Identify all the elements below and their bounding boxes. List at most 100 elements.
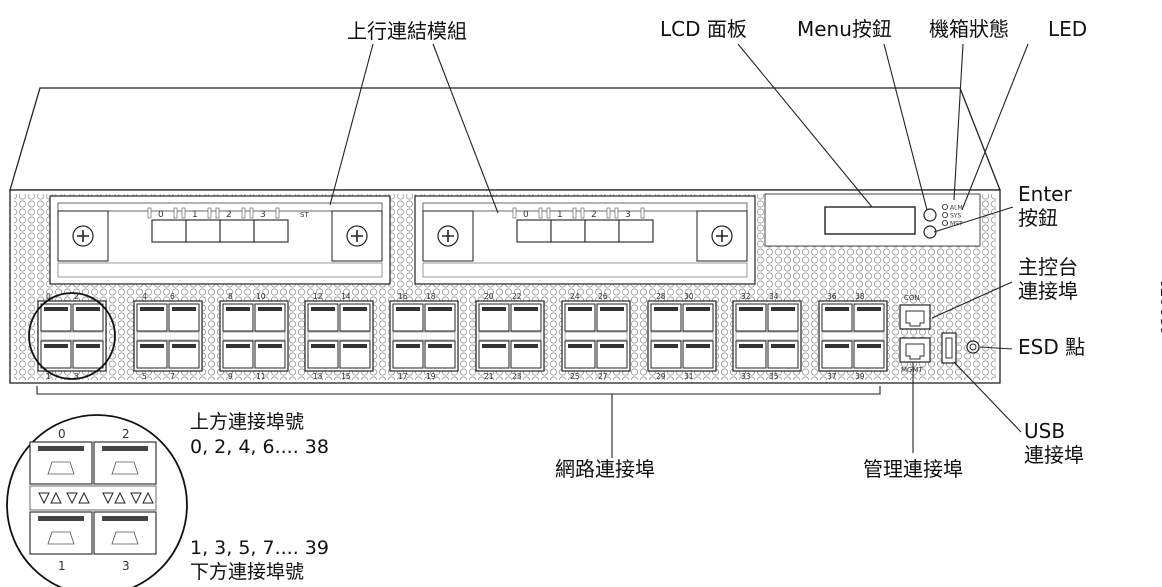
- uplink-slot-number: 3: [625, 210, 631, 220]
- top-port-number: 4: [142, 292, 147, 301]
- bottom-port-number: 3: [74, 372, 79, 381]
- sfp-port-contacts: [825, 344, 849, 348]
- bottom-port-number: 1: [46, 372, 51, 381]
- bottom-port-number: 15: [341, 372, 351, 381]
- uplink-port-slot[interactable]: [516, 219, 552, 243]
- uplink-leader-left: [329, 43, 374, 206]
- figure-id: g021071: [1158, 278, 1162, 345]
- uplink-port-led: [249, 207, 254, 219]
- uplink-port-slot[interactable]: [584, 219, 620, 243]
- zoom-bottom-port-number: 3: [122, 559, 130, 573]
- top-port-number: 0: [46, 292, 51, 301]
- management-port-jack: [905, 343, 925, 360]
- sfp-port-contacts: [226, 344, 250, 348]
- usb-port-label-line1: USB: [1024, 419, 1066, 443]
- esd-point-label: ESD 點: [1018, 335, 1086, 359]
- sfp-port-contacts: [343, 307, 367, 311]
- sfp-port-contacts: [686, 344, 710, 348]
- top-port-number: 6: [170, 292, 175, 301]
- sfp-latch-enlarged: [111, 461, 139, 475]
- uplink-port-led: [512, 207, 517, 219]
- bottom-port-number: 31: [684, 372, 694, 381]
- uplink-slot-number: 3: [260, 210, 266, 220]
- network-ports-label: 網路連接埠: [555, 457, 655, 481]
- sfp-port-contacts: [771, 344, 795, 348]
- usb-port-slot: [945, 337, 953, 359]
- management-port[interactable]: [899, 337, 931, 363]
- lcd-leader: [737, 43, 873, 208]
- sfp-port-contacts: [396, 344, 420, 348]
- top-port-number: 26: [598, 292, 608, 301]
- sfp-port-contacts: [654, 344, 678, 348]
- sfp-port-contacts: [514, 344, 538, 348]
- uplink-port-led: [614, 207, 619, 219]
- bottom-port-number: 29: [656, 372, 666, 381]
- top-port-number: 24: [570, 292, 580, 301]
- led-leader: [961, 43, 1029, 211]
- enter-button-label-line1: Enter: [1018, 182, 1072, 206]
- uplink-port-slot[interactable]: [151, 219, 187, 243]
- triangle-down-icon: [38, 492, 50, 505]
- top-port-number: 28: [656, 292, 666, 301]
- bottom-port-number: 25: [570, 372, 580, 381]
- uplink-slot-number: 0: [523, 210, 529, 220]
- sfp-port-contacts: [568, 307, 592, 311]
- enter-button[interactable]: [923, 225, 937, 239]
- port-led-strip: [821, 331, 885, 341]
- sfp-port-contacts: [76, 307, 100, 311]
- chassis-top: [9, 87, 1001, 191]
- top-port-number: 14: [341, 292, 351, 301]
- uplink-module-rail: [57, 202, 383, 212]
- sfp-contacts-enlarged: [102, 446, 148, 451]
- port-led-strip: [650, 331, 714, 341]
- sfp-port-contacts: [482, 307, 506, 311]
- uplink-port-led: [173, 207, 178, 219]
- sfp-port-contacts: [771, 307, 795, 311]
- sfp-port-contacts: [857, 344, 881, 348]
- uplink-port-led: [580, 207, 585, 219]
- top-port-number: 32: [741, 292, 751, 301]
- screw-cross-icon: [442, 230, 454, 242]
- sfp-port-contacts: [311, 307, 335, 311]
- port-led-strip: [478, 331, 542, 341]
- sfp-contacts-enlarged: [38, 516, 84, 521]
- console-port[interactable]: [899, 304, 931, 330]
- uplink-port-slot[interactable]: [219, 219, 255, 243]
- menu-button[interactable]: [923, 208, 937, 222]
- sfp-port-contacts: [258, 307, 282, 311]
- uplink-port-slot[interactable]: [185, 219, 221, 243]
- chassis-status-leader: [953, 43, 964, 201]
- uplink-latch[interactable]: [696, 210, 748, 262]
- sfp-port-contacts: [482, 344, 506, 348]
- sfp-latch-enlarged: [47, 531, 75, 545]
- usb-port-label-line2: 連接埠: [1024, 443, 1084, 467]
- zoom-top-port-number: 2: [122, 427, 130, 441]
- management-port-label: 管理連接埠: [863, 457, 963, 481]
- bottom-port-number: 17: [398, 372, 408, 381]
- sfp-port-contacts: [396, 307, 420, 311]
- uplink-port-slot[interactable]: [618, 219, 654, 243]
- port-led-strip: [735, 331, 799, 341]
- uplink-port-led: [538, 207, 543, 219]
- triangle-up-icon: [114, 491, 126, 504]
- uplink-slot-number: 0: [158, 210, 164, 220]
- port-led-strip: [564, 331, 628, 341]
- sfp-port-contacts: [44, 344, 68, 348]
- bottom-port-number: 5: [142, 372, 147, 381]
- uplink-port-slot[interactable]: [550, 219, 586, 243]
- bottom-ports-title: 下方連接埠號: [190, 561, 305, 583]
- top-port-number: 10: [256, 292, 266, 301]
- management-port-label: MGMT: [901, 366, 924, 374]
- sfp-latch-enlarged: [111, 531, 139, 545]
- sfp-contacts-enlarged: [102, 516, 148, 521]
- uplink-port-slot[interactable]: [253, 219, 289, 243]
- led-label: LED: [1048, 17, 1088, 41]
